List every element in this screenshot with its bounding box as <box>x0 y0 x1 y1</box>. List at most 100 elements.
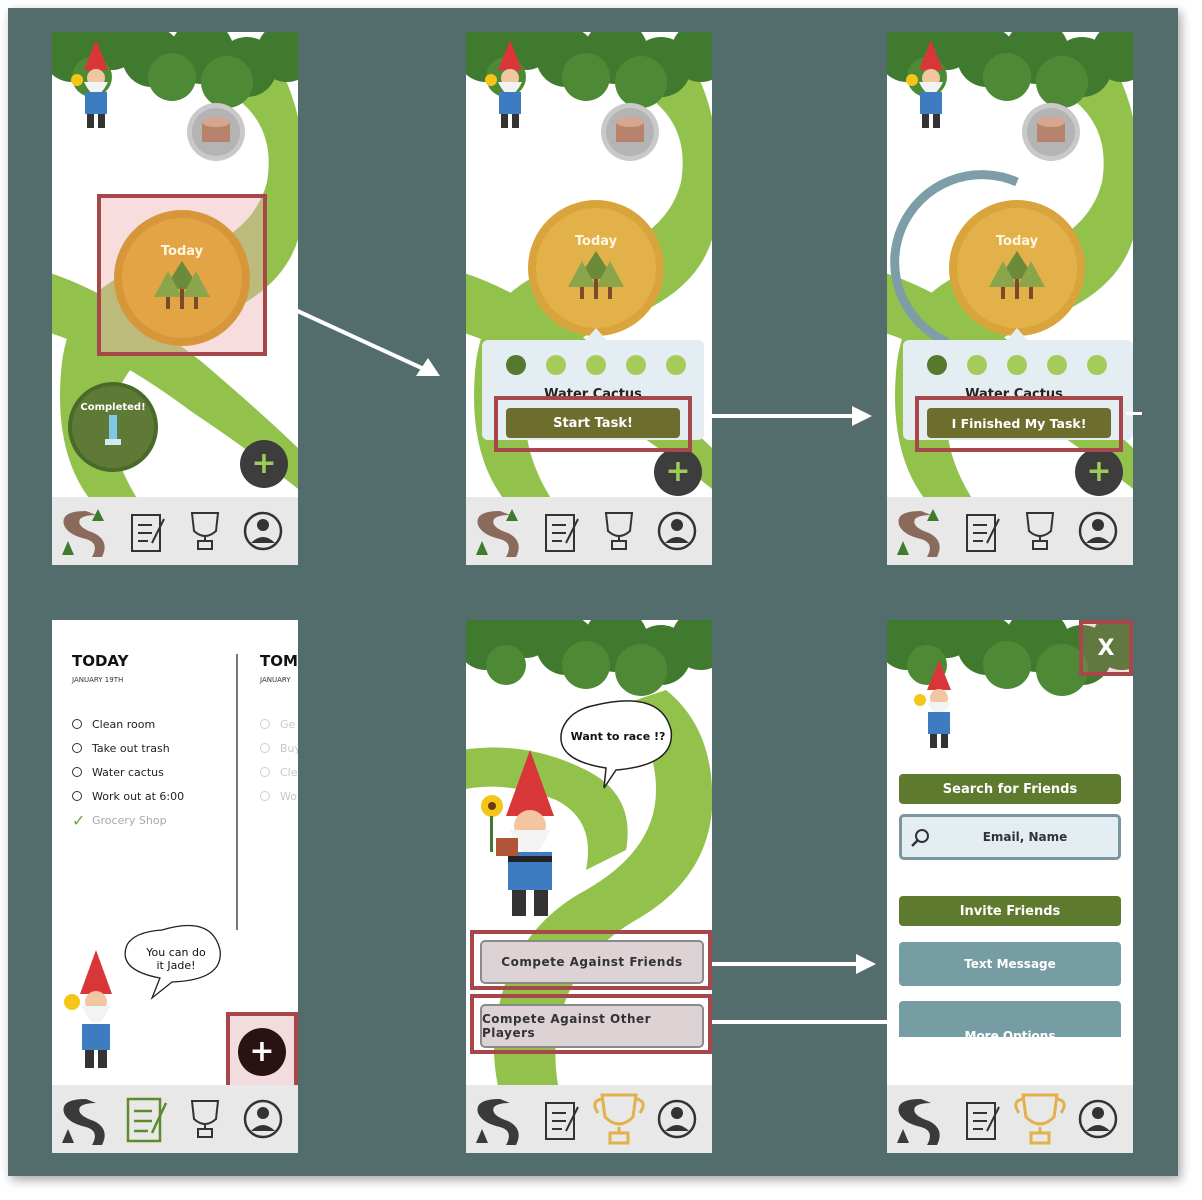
tomorrow-heading: TOM <box>260 652 298 670</box>
bottom-nav <box>887 497 1133 565</box>
task-item[interactable]: Buy <box>260 736 298 760</box>
today-node-button[interactable]: Today <box>949 200 1085 336</box>
task-item[interactable]: Ge <box>260 712 298 736</box>
trophy-icon[interactable] <box>190 512 220 550</box>
profile-icon[interactable] <box>657 1099 697 1139</box>
popup-pointer <box>584 328 608 342</box>
tomorrow-date: JANUARY <box>260 676 291 684</box>
highlight-close-button <box>1079 620 1133 676</box>
notepad-icon[interactable] <box>545 514 579 552</box>
home-path-icon[interactable] <box>476 509 519 557</box>
task-item[interactable]: Take out trash <box>72 736 184 760</box>
pine-trees-icon <box>989 251 1045 299</box>
add-task-button[interactable]: + <box>654 448 702 496</box>
checkbox-icon[interactable] <box>260 743 270 753</box>
trees-background <box>887 620 1133 748</box>
checkbox-icon[interactable] <box>72 767 82 777</box>
today-label: Today <box>995 234 1039 249</box>
home-path-icon[interactable] <box>62 509 105 557</box>
add-task-button[interactable]: + <box>240 440 288 488</box>
bottom-nav <box>52 497 298 565</box>
bottom-nav <box>466 1085 712 1153</box>
more-options-cut <box>899 1037 1121 1045</box>
gnome-icon <box>914 660 951 748</box>
highlight-compete-others <box>470 994 712 1054</box>
today-label: Today <box>574 234 618 249</box>
gnome-icon <box>485 40 522 128</box>
stump-icon <box>1022 103 1080 161</box>
text-message-button[interactable]: Text Message <box>899 942 1121 986</box>
checkbox-icon[interactable] <box>72 743 82 753</box>
flow-arrow-1 <box>277 300 440 376</box>
trophy-icon[interactable] <box>190 1100 220 1138</box>
home-path-icon[interactable] <box>897 1099 940 1145</box>
invite-friends-header: Invite Friends <box>899 896 1121 926</box>
screen-finish-task: Today + Water Cactus I Finished My Task! <box>887 32 1133 565</box>
task-item[interactable]: Cle <box>260 760 298 784</box>
gnome-icon <box>64 950 112 1068</box>
checkbox-icon[interactable] <box>72 791 82 801</box>
task-name: Water Cactus <box>965 387 1063 398</box>
today-label: Today <box>160 244 204 259</box>
home-path-icon[interactable] <box>62 1099 105 1145</box>
task-item[interactable]: Work out at 6:00 <box>72 784 184 808</box>
compete-others-button[interactable]: Compete Against Other Players <box>480 1004 704 1048</box>
task-item[interactable]: Clean room <box>72 712 184 736</box>
speech-bubble <box>560 700 673 789</box>
progress-dots <box>506 355 686 375</box>
notepad-icon[interactable] <box>131 514 165 552</box>
gnome-message: You can do it Jade! <box>146 946 206 972</box>
checkbox-icon[interactable] <box>260 791 270 801</box>
trophy-icon[interactable] <box>1014 1093 1066 1145</box>
finish-task-button[interactable]: I Finished My Task! <box>927 408 1111 438</box>
gnome-icon <box>71 40 108 128</box>
checkbox-icon[interactable] <box>260 767 270 777</box>
start-task-button[interactable]: Start Task! <box>506 408 680 438</box>
task-item[interactable]: Water cactus <box>72 760 184 784</box>
task-item[interactable]: Wo <box>260 784 298 808</box>
trophy-icon[interactable] <box>1025 512 1055 550</box>
profile-icon[interactable] <box>243 511 283 551</box>
trophy-icon[interactable] <box>593 1093 645 1145</box>
task-item-completed[interactable]: ✓Grocery Shop <box>72 810 167 830</box>
profile-icon[interactable] <box>1078 1099 1118 1139</box>
flow-arrow-3 <box>712 954 892 1024</box>
gnome-with-bubble <box>64 924 221 1068</box>
add-task-button[interactable]: + <box>1075 448 1123 496</box>
trophy-icon[interactable] <box>604 512 634 550</box>
completed-label: Completed! <box>80 402 146 413</box>
checkbox-icon[interactable] <box>72 719 82 729</box>
close-button[interactable]: X <box>1097 635 1115 661</box>
profile-icon[interactable] <box>1078 511 1118 551</box>
screen-compete: Want to race !? Compete Against Friends … <box>466 620 712 1153</box>
screen-task-list: TODAY JANUARY 19TH TOM JANUARY Clean roo… <box>52 620 298 1153</box>
screen-home-selected: Today Completed! + <box>52 32 298 565</box>
notepad-icon[interactable] <box>966 1102 1000 1140</box>
home-path-icon[interactable] <box>476 1099 519 1145</box>
notepad-icon[interactable] <box>545 1102 579 1140</box>
highlight-start-button <box>494 396 692 452</box>
popup-pointer <box>1005 328 1029 342</box>
search-icon <box>911 829 929 847</box>
search-input[interactable]: Email, Name <box>899 814 1121 860</box>
plus-icon: + <box>251 446 277 481</box>
bottom-nav <box>887 1085 1133 1153</box>
stump-icon <box>187 103 245 161</box>
plus-icon: + <box>665 454 691 489</box>
completed-node[interactable]: Completed! <box>68 382 158 472</box>
search-placeholder: Email, Name <box>982 830 1068 844</box>
home-path-icon[interactable] <box>897 509 940 557</box>
today-node-button[interactable]: Today <box>114 210 250 346</box>
task-name: Water Cactus <box>544 387 642 398</box>
plus-icon: + <box>249 1034 275 1069</box>
compete-friends-button[interactable]: Compete Against Friends <box>480 940 704 984</box>
notepad-icon[interactable] <box>126 1097 168 1143</box>
profile-icon[interactable] <box>657 511 697 551</box>
profile-icon[interactable] <box>243 1099 283 1139</box>
today-node-button[interactable]: Today <box>528 200 664 336</box>
checkbox-icon[interactable] <box>260 719 270 729</box>
add-task-button[interactable]: + <box>238 1028 286 1076</box>
path-background <box>466 620 712 1153</box>
today-date: JANUARY 19TH <box>72 676 124 684</box>
notepad-icon[interactable] <box>966 514 1000 552</box>
